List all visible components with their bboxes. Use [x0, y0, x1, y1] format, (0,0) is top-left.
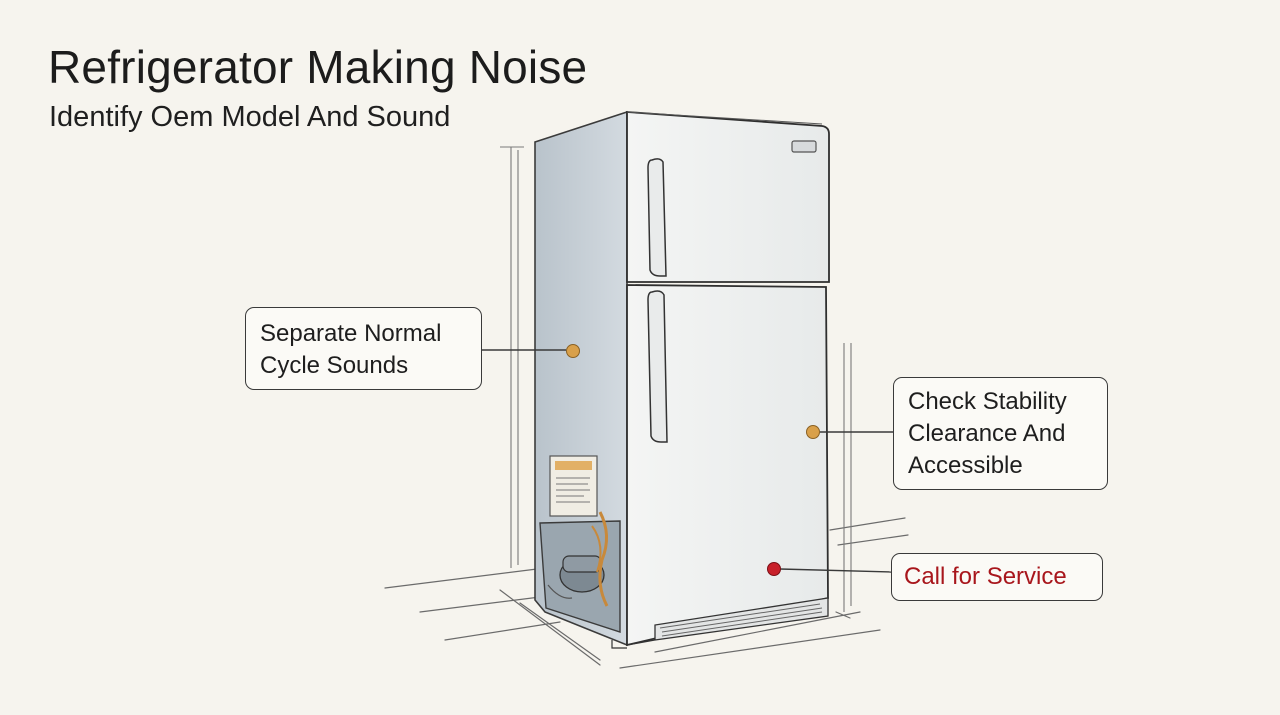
marker-service	[767, 562, 781, 576]
floor-sketch-lines	[384, 517, 909, 669]
compressor-compartment	[539, 511, 621, 633]
page-subtitle: Identify Oem Model And Sound	[49, 101, 451, 133]
page-title: Refrigerator Making Noise	[48, 41, 588, 93]
callout-normal-cycle-sounds: Separate Normal Cycle Sounds	[245, 307, 482, 390]
callout-call-for-service: Call for Service	[891, 553, 1103, 601]
control-panel	[791, 140, 817, 153]
dimension-lines	[500, 146, 852, 612]
freezer-door	[626, 111, 830, 283]
spec-label	[549, 455, 598, 517]
marker-stability	[806, 425, 820, 439]
door-handles	[647, 158, 668, 443]
kick-plate	[611, 597, 829, 649]
callout-check-stability: Check Stability Clearance And Accessible	[893, 377, 1108, 490]
marker-normal-cycle	[566, 344, 580, 358]
callout-leaders	[482, 349, 893, 573]
